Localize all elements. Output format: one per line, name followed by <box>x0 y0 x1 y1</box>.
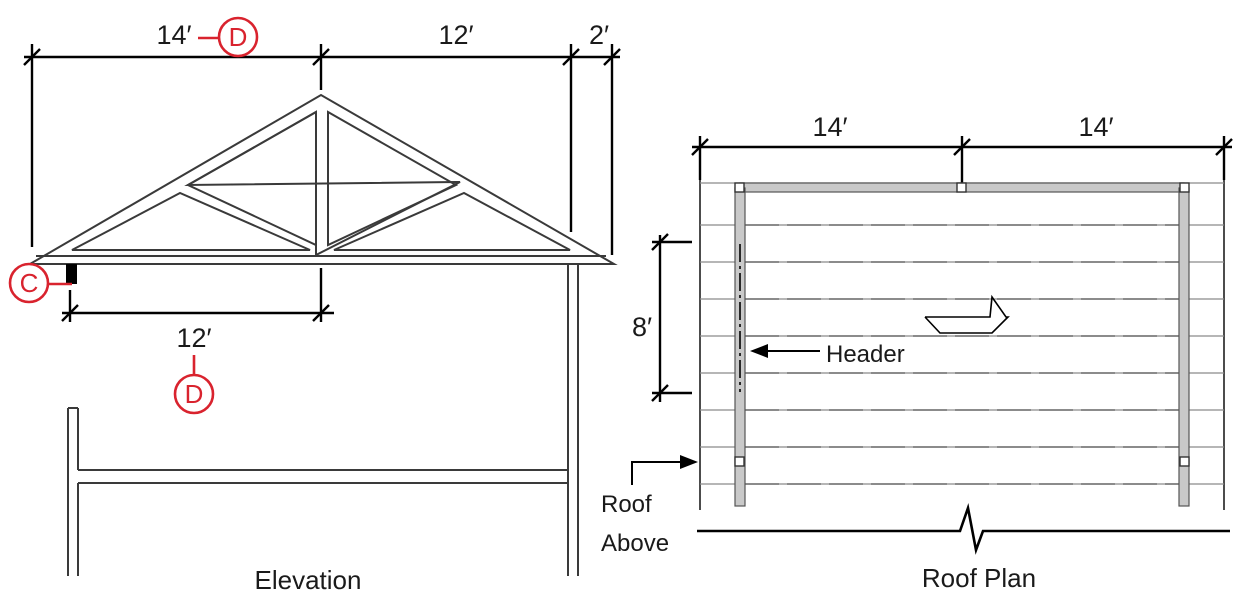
arrow-right-icon <box>680 455 698 469</box>
callout-d-top[interactable]: D <box>198 16 259 58</box>
callout-d-top-label: D <box>229 22 248 52</box>
roof-plan-dim-left: 14′ <box>812 112 847 142</box>
roof-plan-view: 14′ 14′ <box>601 112 1233 593</box>
callout-c-label: C <box>20 268 39 298</box>
elevation-dim-left: 14′ <box>156 20 191 50</box>
callout-d-bottom-label: D <box>185 379 204 409</box>
elevation-top-dimension: 14′ 12′ 2′ <box>23 20 621 255</box>
arrow-left-icon <box>750 344 768 358</box>
posts <box>734 182 1190 467</box>
header-label: Header <box>826 341 905 368</box>
roof-truss <box>26 93 618 265</box>
beams <box>734 182 1190 507</box>
elevation-view: 14′ 12′ 2′ D C <box>8 16 621 595</box>
roof-plan-dim-right: 14′ <box>1078 112 1113 142</box>
ledger-block <box>66 264 77 284</box>
roof-sheathing <box>699 180 1225 510</box>
header-annotation: Header <box>750 341 905 368</box>
elevation-walls <box>67 264 579 576</box>
roof-plan-side-dimension: 8′ <box>632 233 692 402</box>
break-symbol <box>924 294 1010 334</box>
roof-above-label-line1: Roof <box>601 491 652 518</box>
elevation-dim-bottom: 12′ <box>176 323 211 353</box>
roof-plan-caption: Roof Plan <box>922 563 1036 593</box>
bottom-break-line <box>697 502 1230 555</box>
elevation-bottom-dimension: 12′ <box>61 268 334 353</box>
callout-c[interactable]: C <box>8 262 72 304</box>
roof-plan-dim-side: 8′ <box>632 312 652 342</box>
truss-lines-hidden <box>745 224 1180 485</box>
elevation-dim-right: 2′ <box>589 20 609 50</box>
elevation-caption: Elevation <box>255 565 362 595</box>
roof-plan-top-dimension: 14′ 14′ <box>691 112 1233 183</box>
roof-above-annotation: Roof Above <box>601 455 698 557</box>
roof-above-label-line2: Above <box>601 530 669 557</box>
callout-d-bottom[interactable]: D <box>173 355 215 415</box>
elevation-dim-middle: 12′ <box>438 20 473 50</box>
